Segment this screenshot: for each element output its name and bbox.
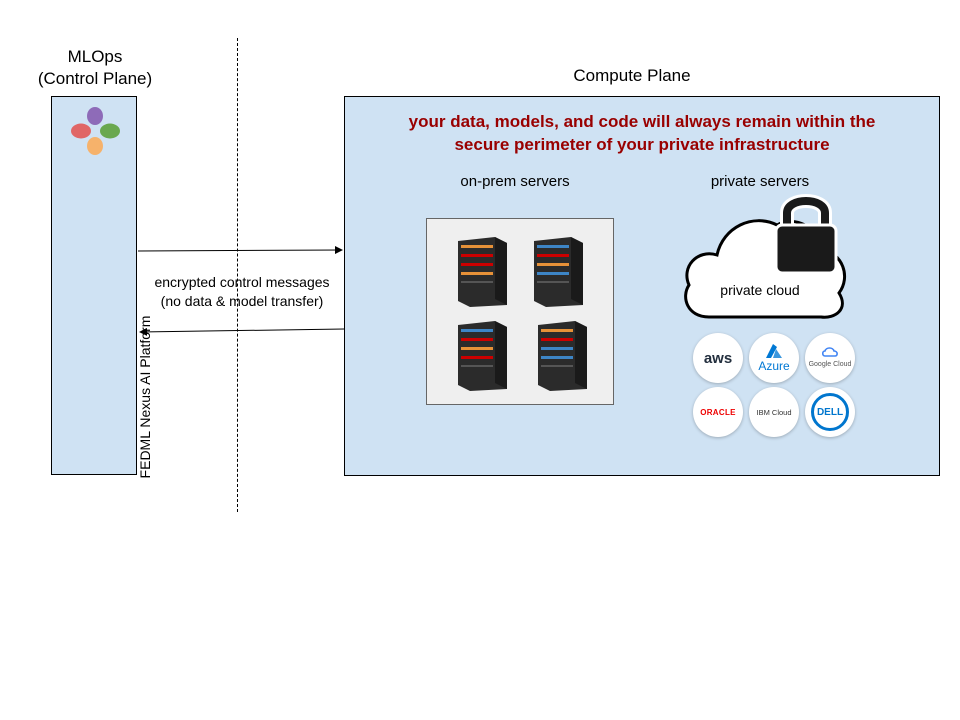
lock-icon <box>774 194 838 275</box>
azure-label: Azure <box>758 359 790 373</box>
plane-divider <box>237 38 238 512</box>
google-cloud-icon: Google Cloud <box>805 333 855 383</box>
connection-sublabel: (no data & model transfer) <box>160 293 324 309</box>
connection-arrows <box>137 246 345 336</box>
compute-panel: your data, models, and code will always … <box>344 96 940 476</box>
compute-plane-title: Compute Plane <box>573 66 691 85</box>
server-icon <box>458 321 507 391</box>
google-cloud-label: Google Cloud <box>808 361 852 368</box>
aws-icon: aws <box>693 333 743 383</box>
onprem-label: on-prem servers <box>460 173 570 190</box>
dell-label: DELL <box>816 406 844 418</box>
mlops-panel: FEDML Nexus AI Platform <box>51 96 153 478</box>
connection-label: encrypted control messages <box>154 274 330 290</box>
outgoing-arrow <box>137 246 343 255</box>
server-icon <box>538 321 587 391</box>
oracle-label: ORACLE <box>700 407 736 417</box>
server-icon <box>534 237 583 307</box>
aws-label: aws <box>703 349 733 367</box>
azure-icon: Azure <box>749 333 799 383</box>
headline-line-1: your data, models, and code will always … <box>408 112 876 131</box>
control-plane-subtitle: (Control Plane) <box>37 69 153 88</box>
headline-line-2: secure perimeter of your private infrast… <box>454 135 830 154</box>
private-cloud-label: private cloud <box>720 282 800 298</box>
server-icon <box>458 237 507 307</box>
oracle-icon: ORACLE <box>693 387 743 437</box>
ibm-cloud-label: IBM Cloud <box>756 407 792 417</box>
fedml-logo-icon <box>71 107 120 155</box>
mlops-title: MLOps <box>67 47 123 66</box>
google-cloud-logo-icon <box>821 347 838 357</box>
onprem-servers-box <box>426 218 614 405</box>
private-servers-label: private servers <box>710 173 810 190</box>
dell-icon: DELL <box>805 387 855 437</box>
ibm-cloud-icon: IBM Cloud <box>749 387 799 437</box>
incoming-arrow <box>139 327 345 336</box>
azure-logo-icon <box>765 344 782 358</box>
